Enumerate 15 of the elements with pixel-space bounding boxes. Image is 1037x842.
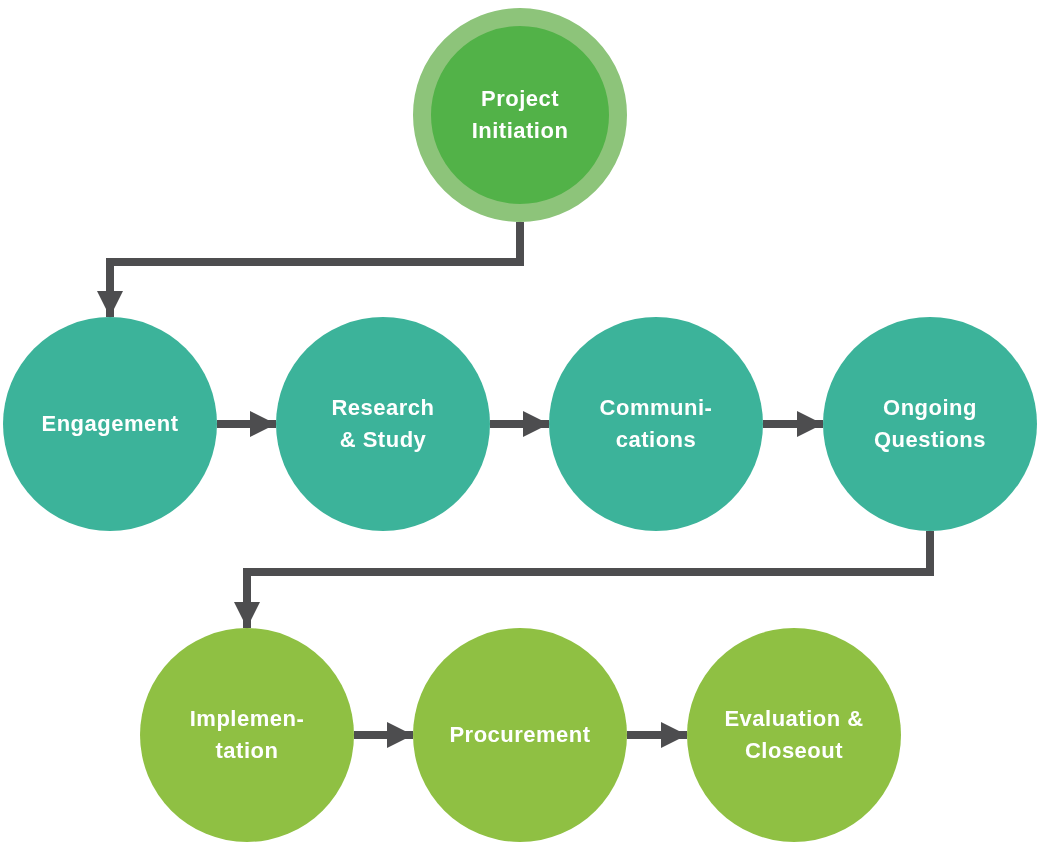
arrow	[627, 722, 687, 748]
step-label: Ongoing Questions	[872, 394, 988, 454]
step-label: Implemen- tation	[188, 705, 306, 765]
arrow	[234, 531, 934, 628]
arrow	[763, 411, 823, 437]
arrow	[217, 411, 276, 437]
step-label: Evaluation & Closeout	[724, 705, 864, 765]
step-label: Project Initiation	[470, 85, 570, 145]
arrow	[490, 411, 549, 437]
step-label: Communi- cations	[598, 394, 714, 454]
arrow	[97, 222, 524, 317]
step-label: Engagement	[40, 410, 180, 438]
step-label: Research & Study	[330, 394, 436, 454]
step-label: Procurement	[448, 721, 592, 749]
arrow	[354, 722, 413, 748]
